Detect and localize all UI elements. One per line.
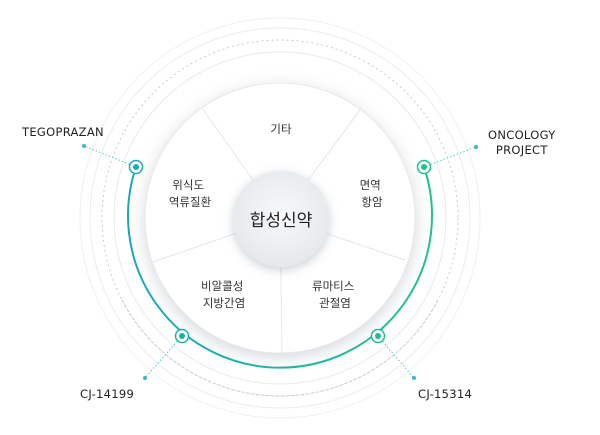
pipeline-arc bbox=[127, 166, 433, 369]
callout-end-dots bbox=[82, 144, 478, 380]
arc-node-tegoprazan bbox=[128, 159, 144, 175]
segment-disc-edge bbox=[144, 82, 416, 354]
center-circle bbox=[233, 171, 329, 267]
segment-label-nash: 비알콜성 지방간염 bbox=[201, 279, 247, 310]
end-dot-oncology bbox=[474, 145, 478, 149]
callout-line-cj15314 bbox=[377, 335, 415, 379]
callout-cj15314: CJ-15314 bbox=[418, 387, 473, 401]
arc-node-cj15314 bbox=[370, 328, 386, 344]
segment-label-gerd: 위식도 역류질환 bbox=[169, 178, 212, 209]
outer-ring-1 bbox=[79, 17, 481, 419]
segment-label-immuno-oncology: 면역 항암 bbox=[360, 178, 385, 209]
callout-line-oncology bbox=[423, 146, 477, 168]
outer-ring-2 bbox=[89, 27, 471, 409]
callout-line-cj14199 bbox=[144, 335, 183, 379]
arc-node-oncology bbox=[416, 159, 432, 175]
callout-tegoprazan: TEGOPRAZAN bbox=[22, 125, 104, 139]
segment-label-rheumatoid-arthritis: 류마티스 관절염 bbox=[312, 279, 358, 310]
callout-oncology-line2: PROJECT bbox=[495, 143, 548, 157]
center-label: 합성신약 bbox=[250, 211, 313, 231]
segment-labels: 기타 면역 항암 류마티스 관절염 비알콜성 지방간염 위식도 역류질환 bbox=[169, 122, 385, 310]
callout-cj14199: CJ-14199 bbox=[80, 387, 135, 401]
outer-ring-dashed bbox=[101, 39, 459, 397]
callout-oncology-project: ONCOLOGY PROJECT bbox=[488, 128, 556, 158]
callout-line-tegoprazan bbox=[83, 145, 137, 168]
segment-label-other: 기타 bbox=[270, 122, 292, 136]
callout-oncology-line1: ONCOLOGY bbox=[488, 128, 556, 142]
end-dot-tegoprazan bbox=[82, 144, 86, 148]
callout-lines bbox=[83, 145, 477, 379]
end-dot-cj15314 bbox=[412, 376, 416, 380]
arc-node-cj14199 bbox=[174, 328, 190, 344]
end-dot-cj14199 bbox=[143, 376, 147, 380]
lower-dashed-arc bbox=[121, 299, 439, 397]
outer-rings bbox=[79, 17, 481, 419]
outer-ring-3 bbox=[113, 51, 447, 385]
